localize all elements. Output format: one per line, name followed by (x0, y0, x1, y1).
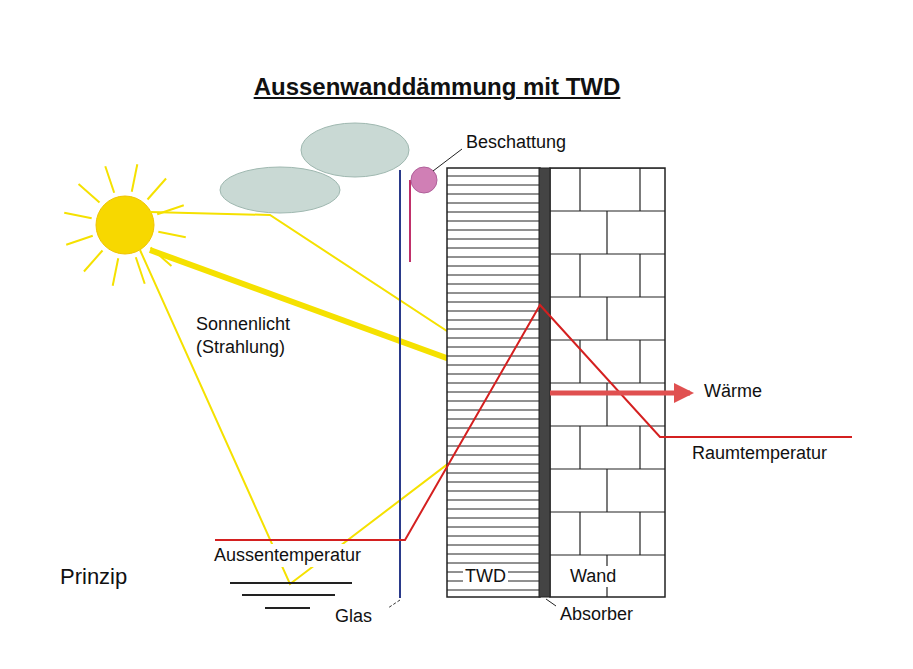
leader-line (546, 599, 556, 606)
sun-rays (64, 164, 186, 286)
sun (96, 196, 154, 254)
wall: Wand (550, 168, 665, 597)
cloud (220, 167, 340, 213)
shading-rod (409, 180, 411, 262)
heat-arrow (550, 391, 690, 396)
callout-label: Wärme (704, 380, 762, 403)
layer-label: Wand (568, 566, 618, 587)
wall (550, 168, 665, 597)
ground (230, 583, 352, 608)
callout-label: Aussentemperatur (214, 544, 361, 567)
title: Aussenwanddämmung mit TWD (0, 72, 874, 102)
brick-joints (550, 168, 665, 597)
glass-pane (399, 170, 401, 598)
cloud (301, 123, 409, 177)
callout-label: Absorber (560, 603, 633, 626)
absorber (539, 168, 550, 597)
twd-layer (447, 168, 540, 597)
callout-label: Glas (335, 605, 372, 628)
layer-label: TWD (463, 566, 508, 587)
twd-structure (447, 176, 539, 590)
twd-layer: TWD (447, 168, 539, 597)
leader-line (388, 600, 400, 608)
callout-label: Beschattung (466, 131, 566, 154)
callout-label: Sonnenlicht (Strahlung) (196, 313, 306, 358)
callout-label: Raumtemperatur (692, 442, 827, 465)
temperature-profile (215, 305, 852, 540)
figure-label: Prinzip (60, 563, 127, 591)
